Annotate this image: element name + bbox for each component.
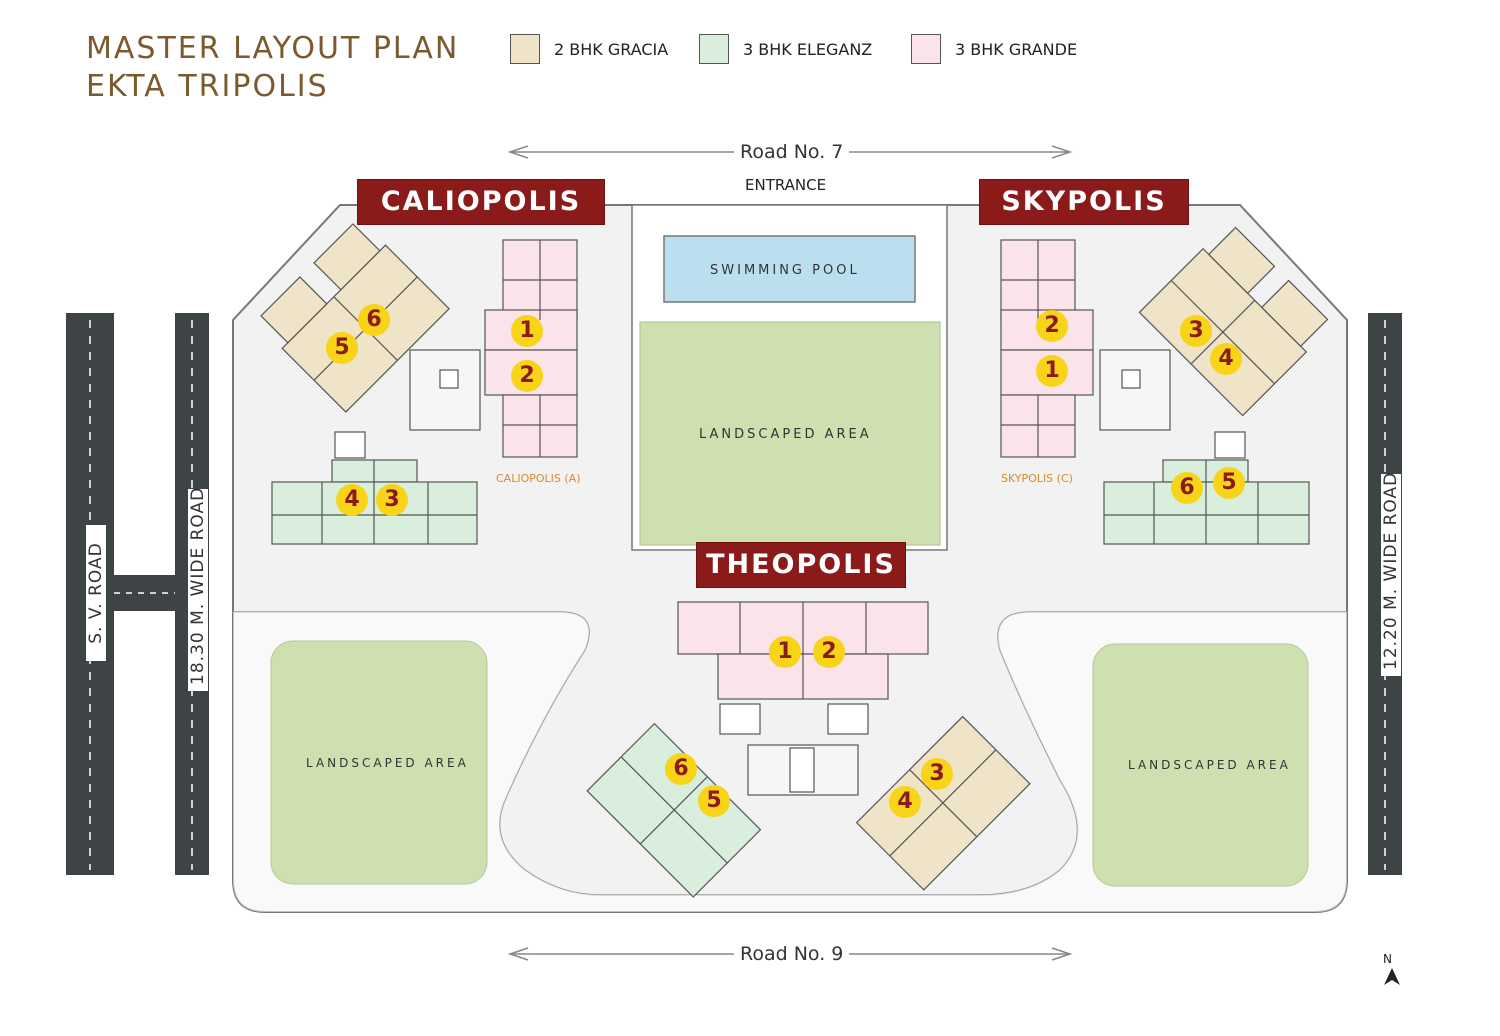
road-12-label: 12.20 M. WIDE ROAD — [1381, 472, 1401, 676]
unit-badge: 2 — [511, 360, 543, 392]
sv-road-label: S. V. ROAD — [86, 525, 106, 661]
road-7-arrow — [507, 145, 1073, 159]
skypolis-banner: SKYPOLIS — [980, 180, 1188, 224]
unit-badge: 1 — [511, 315, 543, 347]
title-line-2: EKTA TRIPOLIS — [86, 69, 329, 104]
unit-badge: 3 — [921, 758, 953, 790]
unit-badge: 5 — [698, 785, 730, 817]
legend-swatch-grande — [911, 34, 941, 64]
road-9-label: Road No. 9 — [734, 943, 850, 965]
legend-item-gracia: 2 BHK GRACIA — [510, 33, 668, 65]
page-title: MASTER LAYOUT PLAN EKTA TRIPOLIS — [86, 30, 459, 106]
legend-label-gracia: 2 BHK GRACIA — [554, 39, 669, 59]
unit-badge: 4 — [336, 484, 368, 516]
legend-swatch-gracia — [510, 34, 540, 64]
unit-badge: 2 — [1036, 310, 1068, 342]
north-arrow-icon — [1384, 968, 1400, 985]
legend-label-grande: 3 BHK GRANDE — [955, 39, 1078, 59]
legend-item-grande: 3 BHK GRANDE — [911, 33, 1077, 65]
unit-badge: 6 — [665, 753, 697, 785]
connector-road — [114, 575, 175, 611]
pool-label: SWIMMING POOL — [710, 263, 860, 278]
unit-badge: 4 — [1210, 343, 1242, 375]
unit-badge: 1 — [1036, 355, 1068, 387]
skypolis-building — [1000, 226, 1329, 545]
theopolis-banner: THEOPOLIS — [697, 543, 905, 587]
entrance-label: ENTRANCE — [745, 176, 827, 194]
unit-badge: 6 — [1171, 472, 1203, 504]
landscape-right-label: LANDSCAPED AREA — [1128, 758, 1291, 772]
unit-badge: 3 — [1180, 315, 1212, 347]
landscape-right-shape — [1092, 643, 1309, 887]
road-18-label: 18.30 M. WIDE ROAD — [188, 487, 208, 691]
unit-badge: 3 — [376, 484, 408, 516]
central-court — [631, 204, 948, 551]
unit-badge: 1 — [769, 636, 801, 668]
legend-swatch-eleganz — [699, 34, 729, 64]
landscape-left-shape — [270, 640, 488, 885]
unit-badge: 2 — [813, 636, 845, 668]
north-label: N — [1383, 952, 1392, 966]
legend-label-eleganz: 3 BHK ELEGANZ — [743, 39, 873, 59]
landscape-left-label: LANDSCAPED AREA — [306, 756, 469, 770]
unit-badge: 5 — [326, 332, 358, 364]
title-line-1: MASTER LAYOUT PLAN — [86, 31, 460, 66]
theopolis-building — [586, 601, 1031, 898]
unit-badge: 4 — [889, 786, 921, 818]
skypolis-wing-label: SKYPOLIS (C) — [1001, 472, 1073, 485]
unit-badge: 6 — [358, 304, 390, 336]
caliopolis-banner: CALIOPOLIS — [358, 180, 604, 224]
landscape-center-label: LANDSCAPED AREA — [699, 427, 872, 442]
road-7-label: Road No. 7 — [734, 141, 850, 163]
unit-badge: 5 — [1213, 467, 1245, 499]
legend-item-eleganz: 3 BHK ELEGANZ — [699, 33, 872, 65]
road-9-arrow — [507, 947, 1073, 961]
caliopolis-wing-label: CALIOPOLIS (A) — [496, 472, 581, 485]
